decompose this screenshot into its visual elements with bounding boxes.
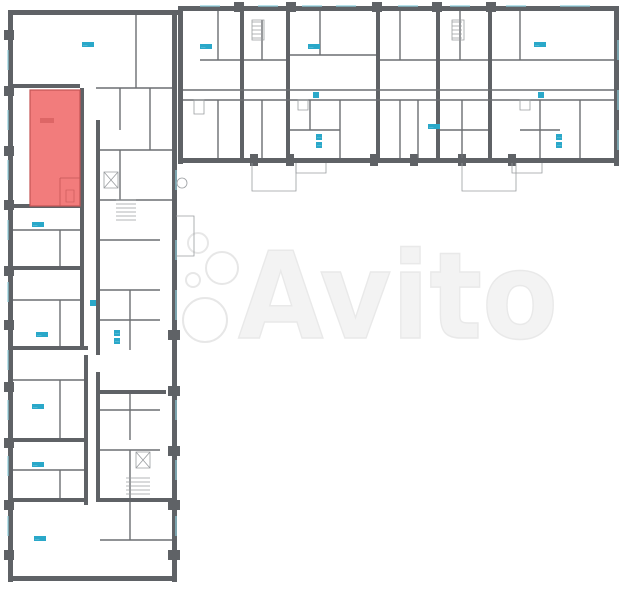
left-wing (4, 10, 195, 582)
stair-top-right (452, 21, 462, 39)
apartment-tag[interactable]: ––– (316, 134, 322, 140)
svg-text:–––: ––– (33, 405, 38, 409)
svg-text:–––: ––– (557, 135, 562, 139)
apartment-tag[interactable]: ––– (114, 330, 120, 336)
apartment-tag[interactable]: ––– (32, 404, 44, 409)
apartment-tag[interactable]: ––– (82, 42, 94, 47)
apartment-tag[interactable]: ––– (316, 142, 322, 148)
apartment-tag[interactable]: ––– (556, 134, 562, 140)
svg-text:–––: ––– (35, 537, 40, 541)
unit-badge[interactable] (538, 92, 544, 98)
svg-text:–––: ––– (115, 331, 120, 335)
avito-watermark: Avito (182, 227, 559, 368)
svg-text:–––: ––– (535, 43, 540, 47)
apartment-tag[interactable]: ––– (114, 338, 120, 344)
apartment-tag[interactable]: ––– (200, 44, 212, 49)
top-wing (178, 2, 619, 192)
svg-text:–––: ––– (115, 339, 120, 343)
apartment-tag[interactable]: ––– (36, 332, 48, 337)
apartment-tags: ––– ––– ––– ––– ––– ––– ––– ––– ––– ––– … (32, 42, 562, 541)
svg-text:–––: ––– (33, 223, 38, 227)
unit-badges (90, 92, 544, 306)
apartment-tag[interactable]: ––– (34, 536, 46, 541)
svg-text:–––: ––– (33, 463, 38, 467)
svg-text:–––: ––– (317, 135, 322, 139)
unit-badge[interactable] (313, 92, 319, 98)
svg-text:–––: ––– (309, 45, 314, 49)
apartment-tag[interactable]: ––– (534, 42, 546, 47)
svg-text:–––: ––– (201, 45, 206, 49)
stair-left-upper (116, 199, 136, 221)
svg-text:–––: ––– (83, 43, 88, 47)
svg-text:–––: ––– (429, 125, 434, 129)
svg-text:–––: ––– (37, 333, 42, 337)
apartment-tag[interactable]: ––– (32, 222, 44, 227)
stair-top-left (252, 21, 262, 39)
avito-dots-logo (182, 232, 239, 343)
apartment-tag[interactable]: ––– (556, 142, 562, 148)
highlighted-apartment[interactable] (29, 89, 81, 207)
stair-left-lower (126, 477, 150, 495)
apartment-tag[interactable]: ––– (32, 462, 44, 467)
apartment-tag[interactable]: ––– (428, 124, 440, 129)
apartment-tag[interactable]: ––– (308, 44, 320, 49)
unit-badge[interactable] (90, 300, 96, 306)
watermark-text: Avito (238, 228, 558, 367)
svg-text:–––: ––– (557, 143, 562, 147)
svg-text:–––: ––– (317, 143, 322, 147)
